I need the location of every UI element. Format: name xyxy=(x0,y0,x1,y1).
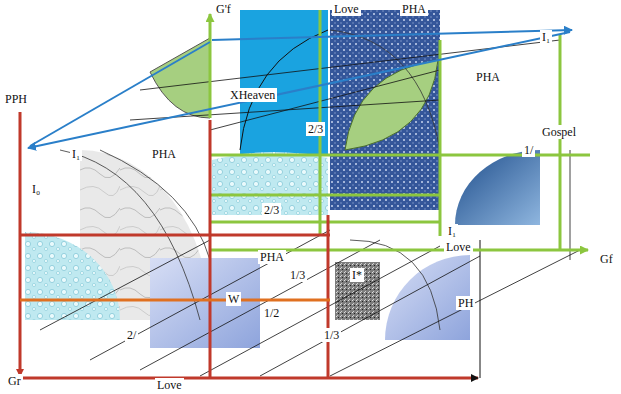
axis-label: PH xyxy=(456,296,475,310)
axis-line xyxy=(330,250,580,376)
axis-line xyxy=(20,377,478,380)
axis-label: I₁ xyxy=(446,224,458,238)
axis-label: 2/3 xyxy=(262,203,281,217)
axis-label: XHeaven xyxy=(228,88,277,102)
axis-label: W xyxy=(226,292,241,306)
axis-label: 1/3 xyxy=(322,328,341,342)
axis-line xyxy=(439,40,442,236)
axis-label: G'f xyxy=(214,2,233,16)
axis-line xyxy=(212,30,572,40)
axis-label: PHA xyxy=(258,250,286,264)
axis-line xyxy=(209,14,212,118)
axis-line xyxy=(20,234,330,237)
axis-line xyxy=(570,150,571,260)
graphic-part xyxy=(330,10,440,210)
axis-label: I₁ xyxy=(540,30,552,44)
axis-line xyxy=(210,221,440,224)
axis-label: Love xyxy=(155,378,184,392)
axis-line xyxy=(559,34,562,250)
axis-line xyxy=(327,215,330,378)
axis-label: I₁ xyxy=(70,147,82,161)
axis-label: 1/2 xyxy=(262,306,281,320)
axis-line xyxy=(200,246,440,376)
axis-line xyxy=(28,32,570,148)
axis-line xyxy=(40,240,210,330)
axis-label: PPH xyxy=(3,92,29,106)
axis-line xyxy=(20,299,330,302)
axis-label: 1/ xyxy=(522,143,535,157)
axis-label: PHA xyxy=(150,147,178,161)
axis-line xyxy=(210,194,440,197)
region-shape xyxy=(25,232,120,320)
region-shape xyxy=(455,150,540,225)
region-shape xyxy=(150,38,210,118)
graphic-part xyxy=(240,10,328,155)
axis-line xyxy=(19,112,22,376)
axis-label: Gr xyxy=(6,374,23,388)
axis-label: Gospel xyxy=(540,125,578,139)
axis-label: 2/3 xyxy=(306,122,325,136)
axis-label: 2/ xyxy=(125,328,138,342)
axis-line xyxy=(140,240,380,370)
axis-label: I₀ xyxy=(30,182,42,196)
axis-label: Love xyxy=(332,2,361,16)
axis-line xyxy=(209,120,212,378)
axis-label: 1/3 xyxy=(288,268,307,282)
axis-line xyxy=(210,70,440,130)
axis-line xyxy=(480,240,481,378)
axis-label: I* xyxy=(350,268,364,282)
axis-line xyxy=(260,256,480,376)
axis-label: Love xyxy=(444,240,473,254)
axis-label: PHA xyxy=(400,2,428,16)
axis-label: Gf xyxy=(598,252,615,266)
axis-label: PHA xyxy=(474,70,502,84)
region-shape xyxy=(330,30,440,150)
region-shape xyxy=(100,150,210,260)
axis-line xyxy=(30,42,210,146)
